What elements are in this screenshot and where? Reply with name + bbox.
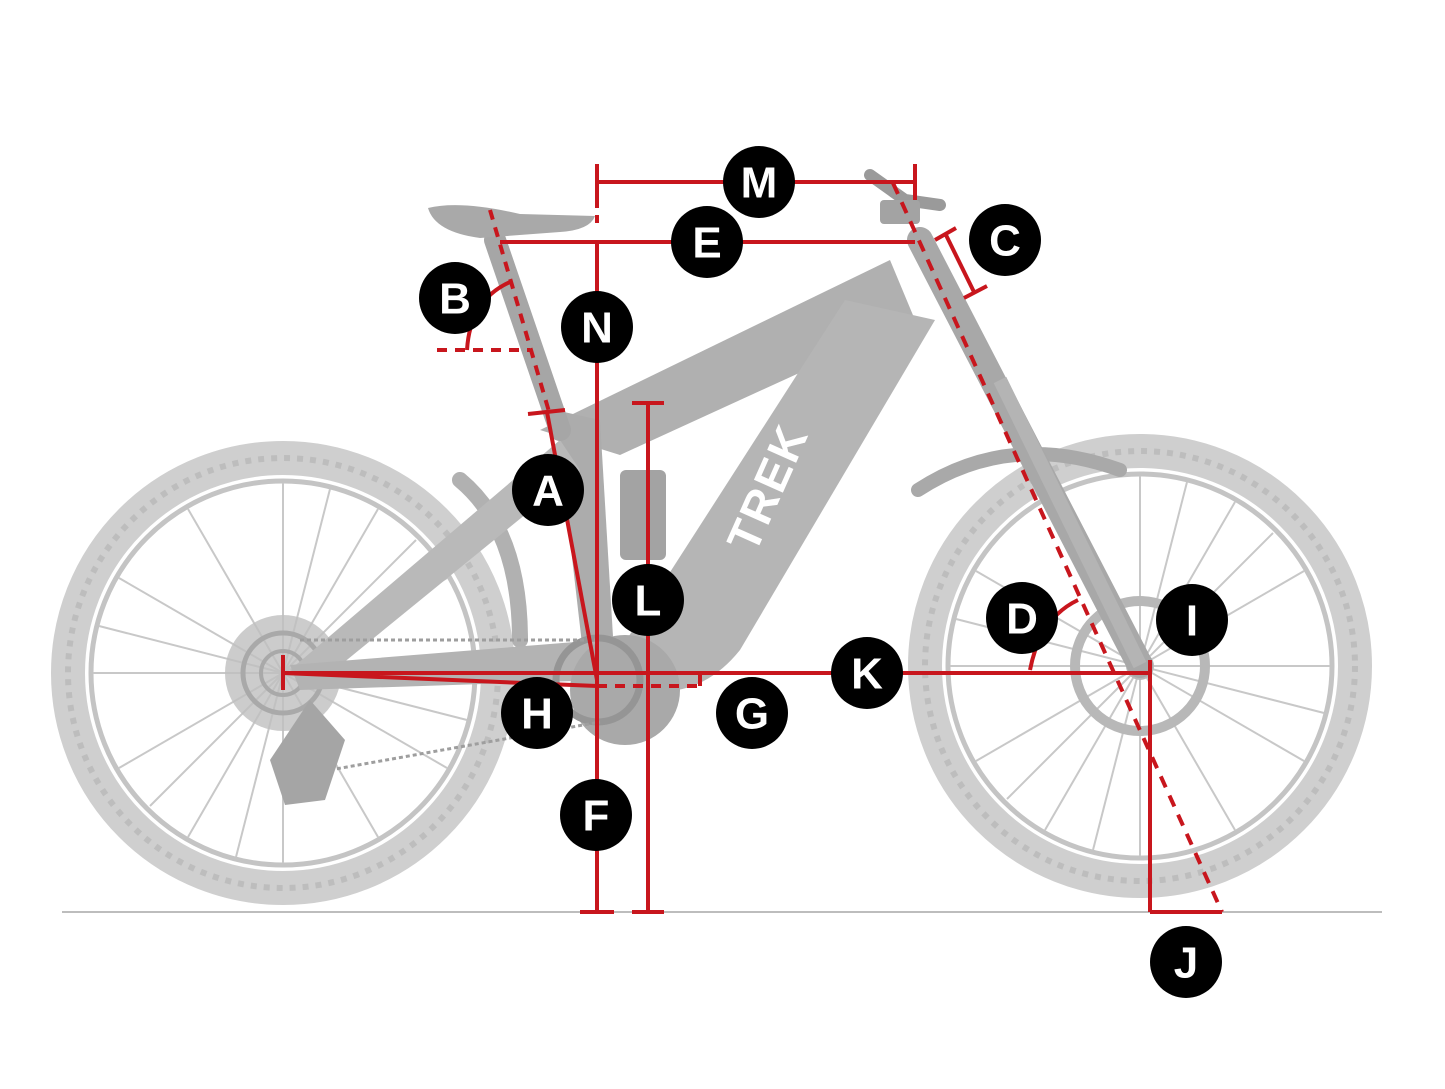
badge-n-label: N [581, 304, 613, 353]
line-c [943, 232, 976, 293]
head-angle-line [891, 182, 1224, 913]
badge-j-label: J [1174, 939, 1198, 988]
badge-m-label: M [741, 159, 778, 208]
badge-b: B [419, 262, 491, 334]
badge-d: D [986, 582, 1058, 654]
badge-l-label: L [635, 577, 662, 626]
saddle [428, 205, 595, 238]
badge-g: G [716, 677, 788, 749]
badge-j: J [1150, 926, 1222, 998]
badge-g-label: G [735, 690, 769, 739]
badge-i: I [1156, 584, 1228, 656]
badge-e-label: E [692, 219, 721, 268]
badge-f-label: F [583, 792, 610, 841]
badge-h-label: H [521, 690, 553, 739]
badge-k-label: K [851, 650, 883, 699]
badge-f: F [560, 779, 632, 851]
badge-c-label: C [989, 217, 1021, 266]
badge-m: M [723, 146, 795, 218]
badge-n: N [561, 291, 633, 363]
badge-b-label: B [439, 275, 471, 324]
badge-d-label: D [1006, 595, 1038, 644]
badge-a: A [512, 454, 584, 526]
badge-h: H [501, 677, 573, 749]
badge-c: C [969, 204, 1041, 276]
badge-e: E [671, 206, 743, 278]
badge-l: L [612, 564, 684, 636]
rear-fender [452, 472, 528, 648]
badge-a-label: A [532, 467, 564, 516]
badge-k: K [831, 637, 903, 709]
badge-i-label: I [1186, 597, 1198, 646]
label-badges: M E C B N A L D [419, 146, 1228, 998]
